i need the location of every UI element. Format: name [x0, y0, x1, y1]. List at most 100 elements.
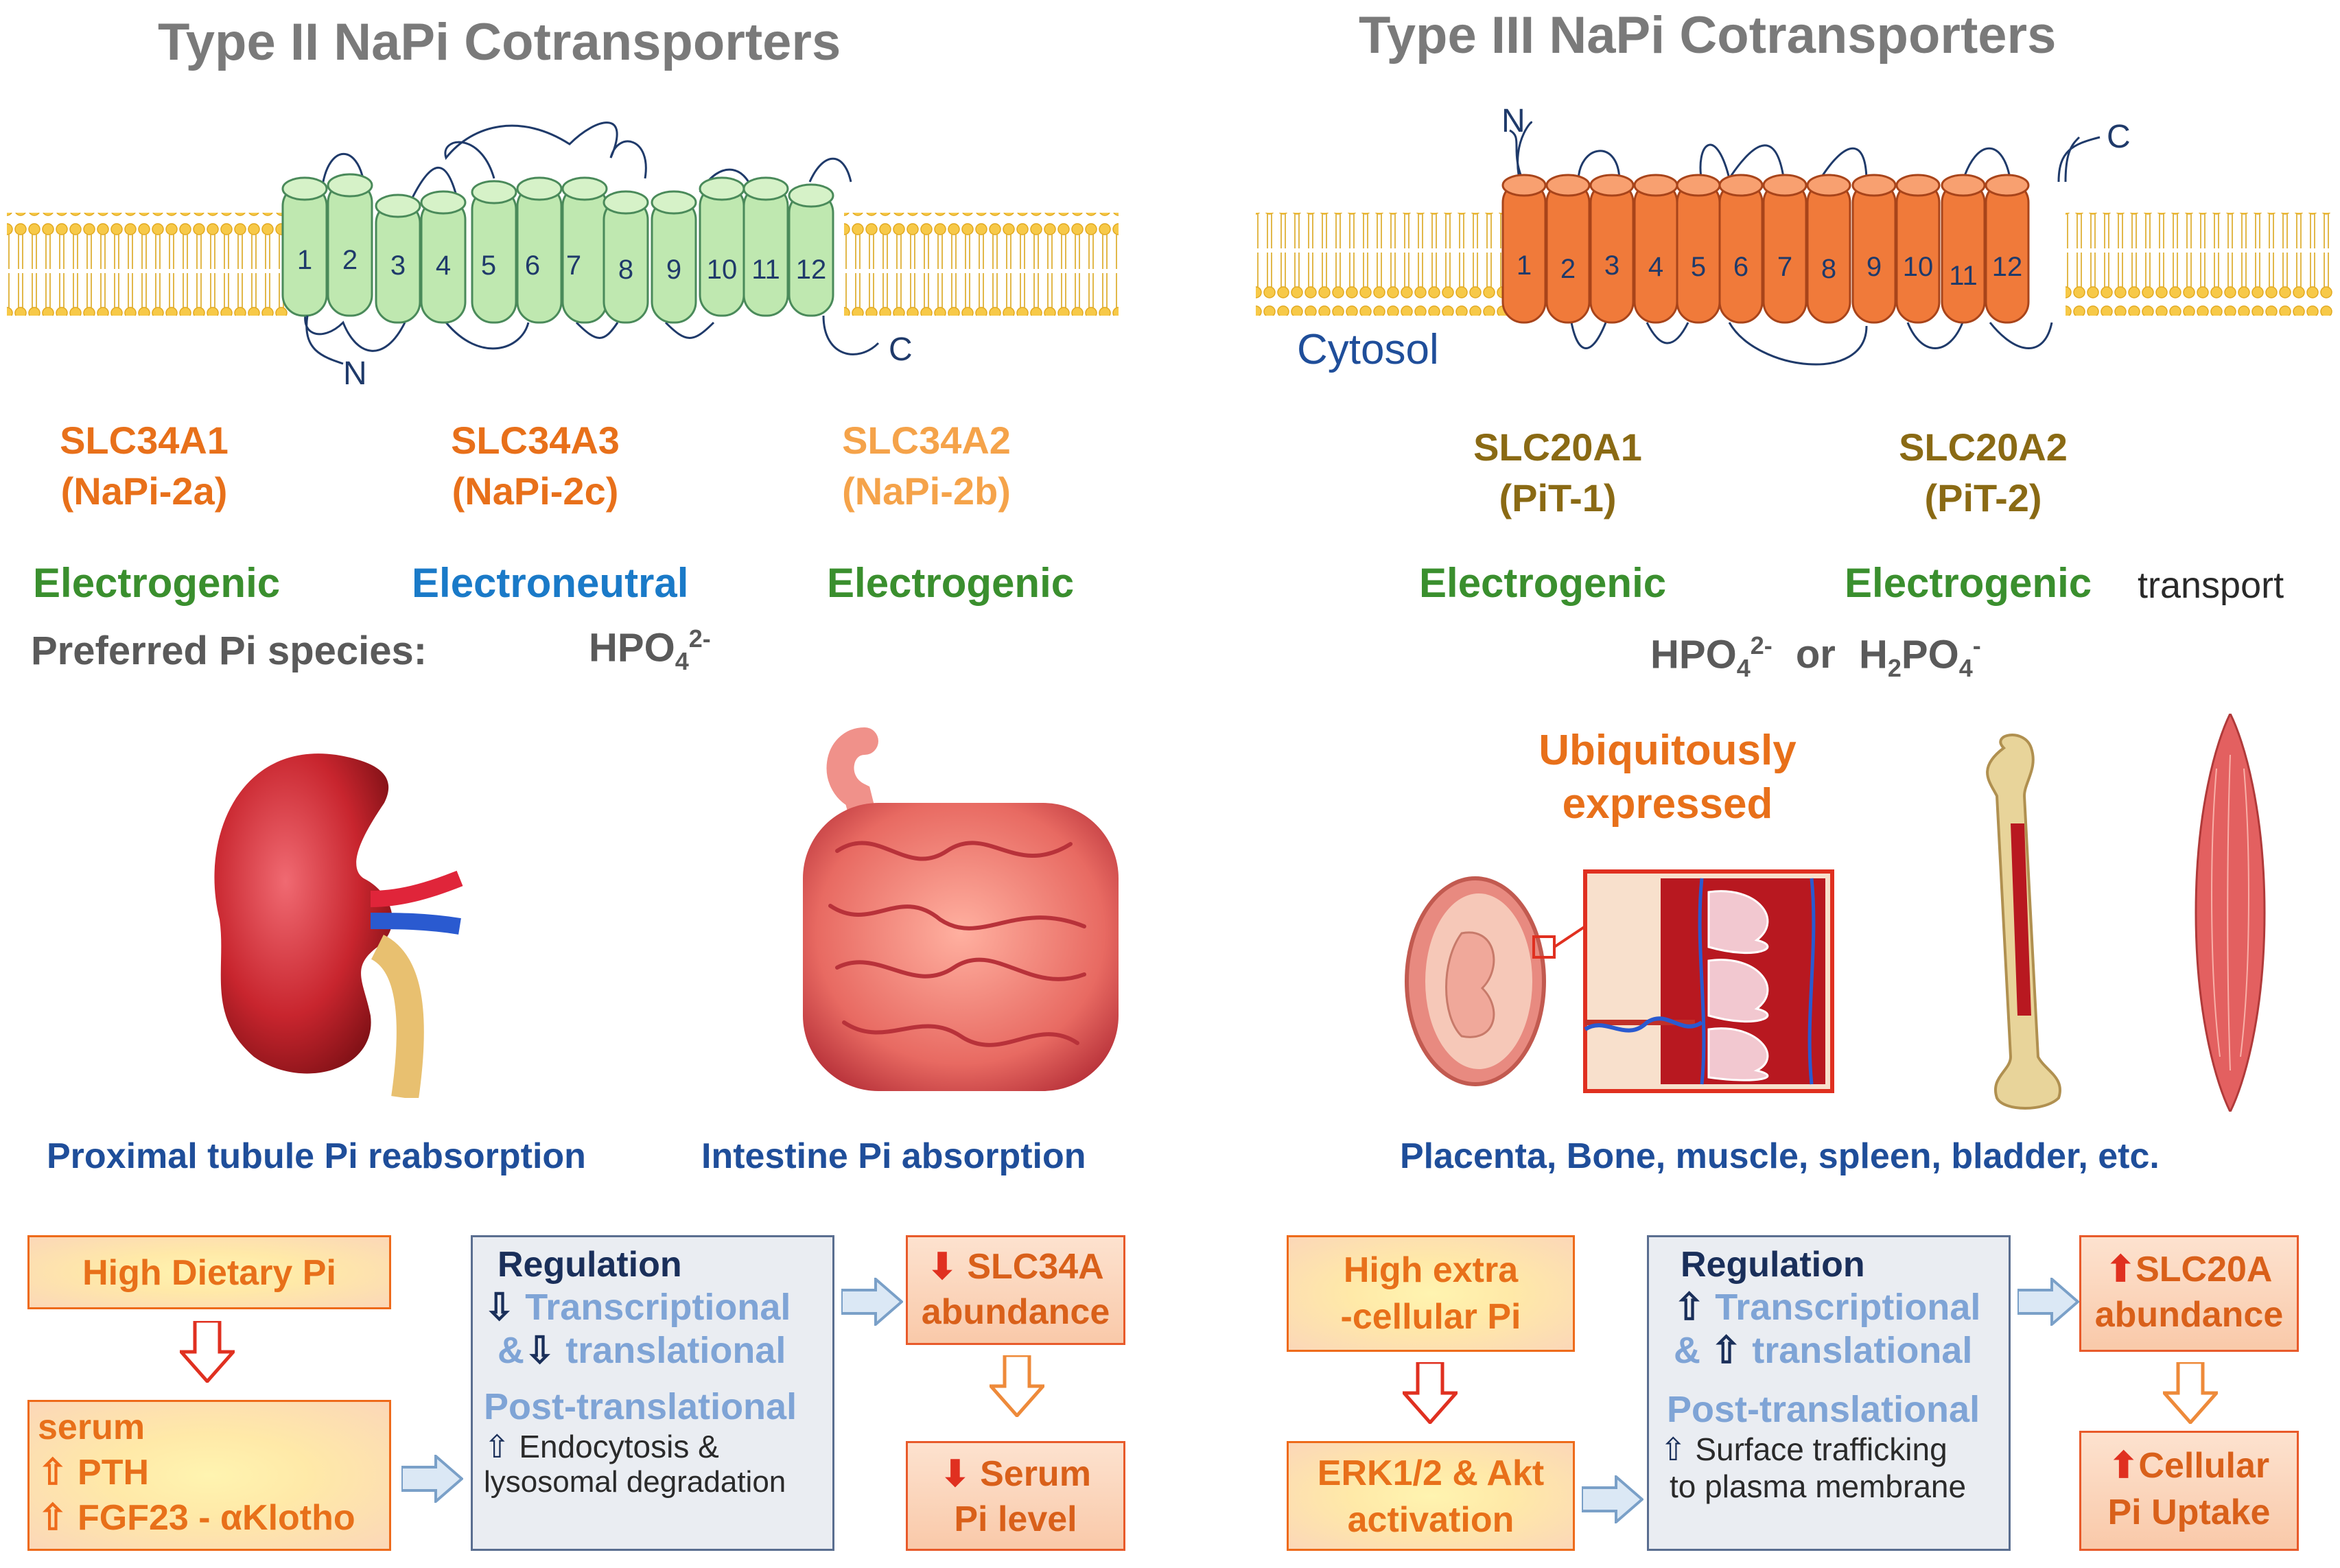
up-arrow-icon: ⇧ [38, 1498, 68, 1538]
mode-electrogenic-4: Electrogenic [1845, 560, 2092, 606]
gene-alias: (PiT-1) [1499, 476, 1617, 519]
bone-illustration [1986, 734, 2061, 1110]
site-proximal-tubule: Proximal tubule Pi reabsorption [47, 1136, 586, 1176]
down-arrow-3 [1403, 1362, 1458, 1424]
site-intestine: Intestine Pi absorption [701, 1136, 1086, 1176]
n-terminus-label: N [343, 355, 367, 392]
lipid-bilayer-left [7, 213, 288, 316]
muscle-illustration [2195, 714, 2266, 1112]
slc34a-abundance-box: ⬇ SLC34A abundance [906, 1235, 1125, 1345]
helix-number: 8 [618, 255, 633, 285]
right-arrow-3 [1582, 1475, 1643, 1523]
gene-slc20a1: SLC20A1 (PiT-1) [1448, 422, 1668, 524]
helix-number: 1 [297, 245, 312, 275]
endocytosis-line: ⇧ Endocytosis & [484, 1429, 719, 1464]
trigger-label: High Dietary Pi [82, 1253, 336, 1293]
translational-line: & ⇧ translational [1674, 1330, 1973, 1371]
helix-number: 5 [1691, 252, 1706, 282]
gene-alias: (NaPi-2b) [842, 469, 1011, 513]
type3-helix-tops [1501, 174, 2030, 197]
helix-number: 1 [1517, 250, 1532, 281]
helix-number: 10 [707, 255, 738, 285]
transcriptional-line: ⇩ Transcriptional [484, 1287, 791, 1328]
type2-membrane-diagram: 1 2 3 4 5 6 7 8 9 10 11 12 N C [7, 121, 1119, 392]
kidney-illustration [214, 753, 463, 1098]
up-arrow-icon: ⇧ [38, 1453, 68, 1493]
regulation-box-type3: Regulation ⇧ Transcriptional & ⇧ transla… [1647, 1235, 2011, 1551]
post-translational-label: Post-translational [484, 1386, 797, 1427]
helix-number: 7 [1777, 252, 1792, 282]
type2-helices [281, 180, 834, 324]
helix-number: 4 [1648, 252, 1663, 282]
erk-akt-activation-box: ERK1/2 & Akt activation [1287, 1441, 1575, 1551]
gene-name: SLC20A1 [1473, 425, 1642, 469]
up-arrow-icon: ⬆ [2108, 1446, 2139, 1486]
helix-number: 6 [1733, 252, 1748, 282]
helix-number: 2 [342, 245, 358, 275]
cytosol-label: Cytosol [1297, 326, 1439, 373]
right-arrow-2 [841, 1278, 903, 1326]
helix-number: 11 [751, 255, 780, 285]
pi-level-line: Pi level [954, 1499, 1077, 1539]
mode-electrogenic-2: Electrogenic [827, 560, 1075, 606]
up-arrow-icon: ⇧ [1660, 1431, 1687, 1467]
up-arrow-icon: ⇧ [1711, 1330, 1742, 1371]
intracellular-loops [304, 301, 880, 355]
helix-number: 10 [1903, 252, 1934, 282]
gene-slc34a1: SLC34A1 (NaPi-2a) [41, 415, 247, 517]
intestine-illustration [803, 727, 1119, 1091]
regulation-title: Regulation [1681, 1245, 1865, 1285]
site-ubiquitous-tissues: Placenta, Bone, muscle, spleen, bladder,… [1400, 1136, 2160, 1176]
gene-alias: (PiT-2) [1924, 476, 2042, 519]
up-arrow-icon: ⬆ [2105, 1250, 2136, 1289]
type2-helix-tops [281, 173, 834, 218]
down-arrow-icon: ⬇ [927, 1247, 957, 1287]
serum-label: serum [38, 1407, 145, 1447]
c-terminus-label: C [2107, 119, 2131, 155]
type3-helix-labels: 1 2 3 4 5 6 7 8 9 10 11 12 [1517, 250, 2022, 291]
abundance-line: abundance [921, 1292, 1110, 1332]
lipid-bilayer-right [2066, 213, 2333, 316]
plasma-membrane-line: to plasma membrane [1670, 1468, 1967, 1504]
gene-name: SLC34A2 [842, 419, 1011, 462]
gene-name: SLC20A2 [1899, 425, 2068, 469]
n-terminus-tail [305, 315, 344, 365]
high-extracellular-pi-box: High extra -cellular Pi [1287, 1235, 1575, 1352]
transport-label: transport [2138, 565, 2284, 606]
kinase-line-2: activation [1347, 1500, 1514, 1540]
lipid-bilayer-right [844, 213, 1119, 316]
n-terminus-label: N [1501, 103, 1525, 139]
gene-name: SLC34A1 [60, 419, 229, 462]
helix-number: 6 [525, 250, 540, 281]
pi-uptake-line: Pi Uptake [2107, 1493, 2271, 1532]
helix-number: 9 [1867, 252, 1882, 282]
type3-species: HPO42- or H2PO4- [1650, 631, 1981, 682]
preferred-species-value: HPO42- [589, 624, 711, 675]
trigger-line-2: -cellular Pi [1340, 1297, 1521, 1337]
helix-number: 7 [566, 250, 581, 281]
gene-alias: (NaPi-2a) [60, 469, 228, 513]
serum-hormones-box: serum ⇧ PTH ⇧ FGF23 - αKlotho [27, 1400, 391, 1551]
ubiquitous-label: Ubiquitously expressed [1538, 727, 1797, 828]
gene-name: SLC34A3 [451, 419, 620, 462]
post-translational-label: Post-translational [1667, 1389, 1980, 1430]
slc34a-line: ⬇ SLC34A [927, 1247, 1104, 1287]
type2-title: Type II NaPi Cotransporters [158, 13, 841, 71]
right-arrow-1 [401, 1455, 463, 1503]
regulation-box-type2: Regulation ⇩ Transcriptional &⇩ translat… [471, 1235, 834, 1551]
preferred-species-label: Preferred Pi species: [31, 629, 428, 673]
helix-number: 4 [436, 250, 451, 281]
down-arrow-icon: ⇩ [484, 1287, 515, 1328]
type3-membrane-diagram: 1 2 3 4 5 6 7 8 9 10 11 12 N C Cytosol [1256, 103, 2333, 373]
helix-number: 9 [666, 255, 681, 285]
right-arrow-4 [2017, 1278, 2079, 1326]
extracellular-loops [1517, 121, 2081, 183]
lysosomal-line: lysosomal degradation [484, 1465, 786, 1499]
helix-number: 2 [1560, 254, 1576, 284]
serum-line: ⬇ Serum [940, 1454, 1091, 1494]
down-arrow-4 [2163, 1362, 2218, 1424]
extracellular-loops [321, 121, 852, 200]
trigger-line-1: High extra [1343, 1250, 1519, 1290]
type2-helix-labels: 1 2 3 4 5 6 7 8 9 10 11 12 [297, 245, 826, 285]
n-terminus-tail [1509, 129, 1525, 183]
